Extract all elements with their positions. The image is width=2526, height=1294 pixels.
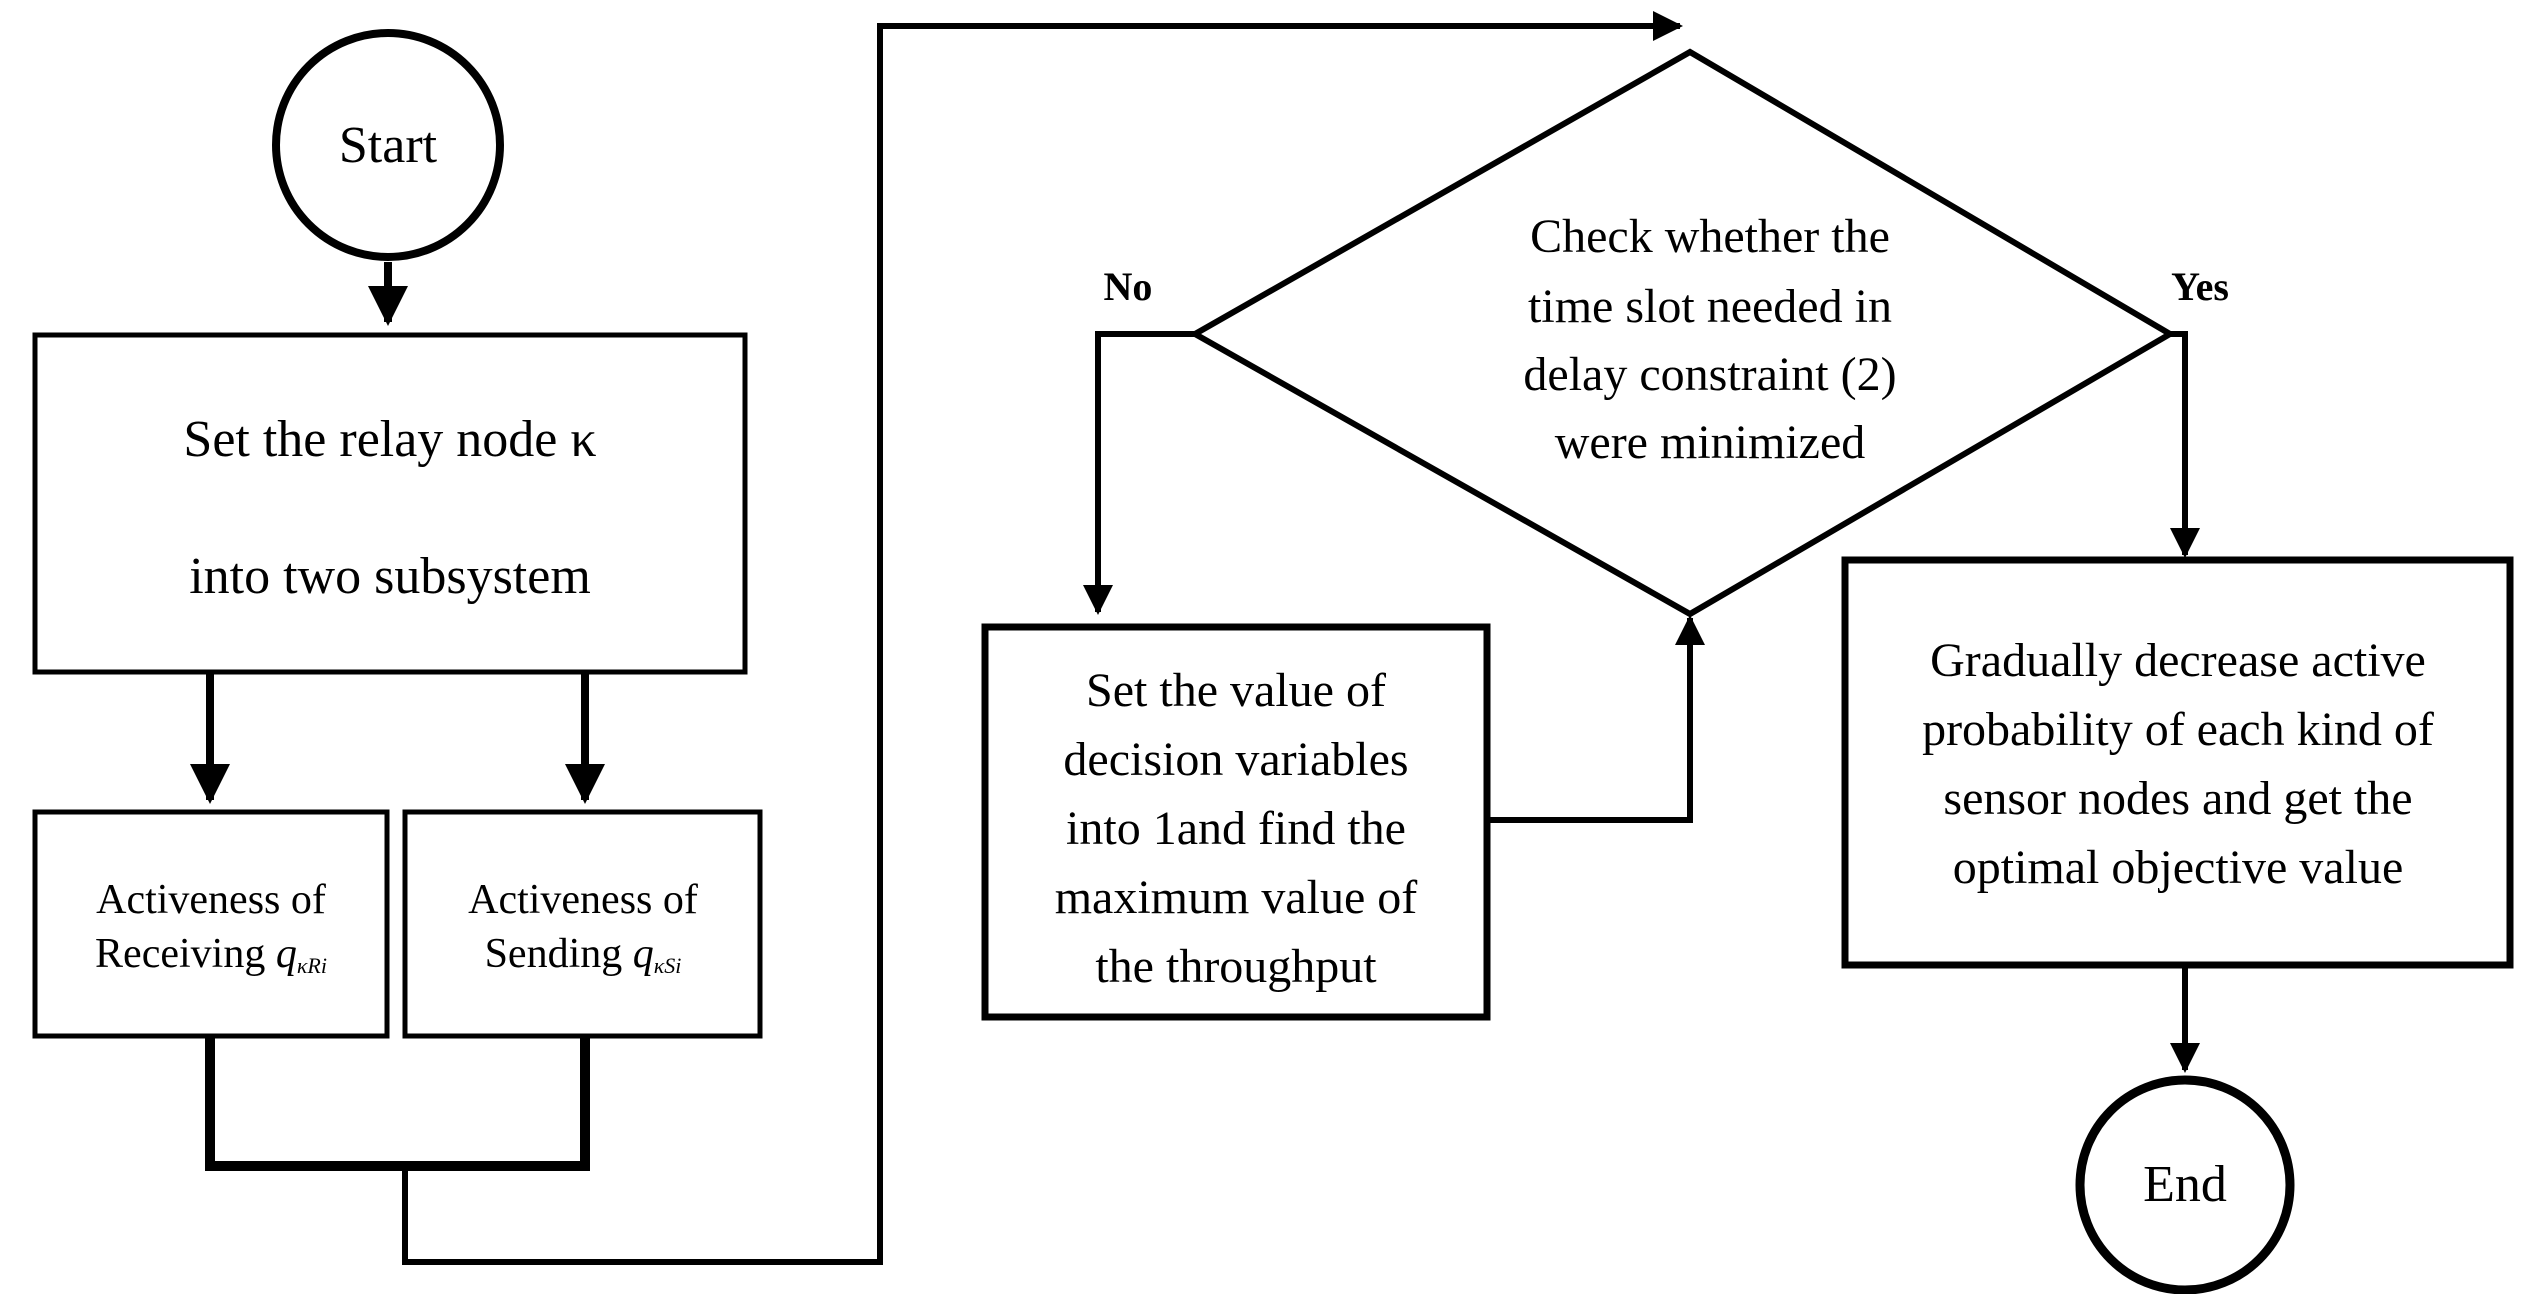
sending-line-1: Activeness of	[468, 877, 698, 923]
start-node: Start	[272, 29, 504, 261]
receiving-box: Activeness of Receiving qκRi	[32, 809, 390, 1039]
decision-line-4: were minimized	[1555, 416, 1866, 469]
set-value-line-1: Set the value of	[1086, 664, 1386, 717]
edge-setvalue-to-decision	[1486, 615, 1705, 823]
edge-decision-yes	[2170, 331, 2200, 558]
edge-label-no: No	[1104, 264, 1153, 309]
sending-box: Activeness of Sending qκSi	[402, 809, 763, 1039]
set-relay-node-box: Set the relay node κ into two subsystem	[32, 332, 748, 675]
decrease-line-1: Gradually decrease active	[1930, 634, 2426, 687]
set-relay-line-1: Set the relay node κ	[183, 411, 596, 468]
end-label: End	[2143, 1156, 2227, 1213]
set-value-line-5: the throughput	[1095, 940, 1377, 993]
decision-line-1: Check whether the	[1530, 210, 1890, 263]
decrease-line-3: sensor nodes and get the	[1943, 772, 2412, 825]
start-label: Start	[339, 117, 438, 174]
sending-line-2: Sending qκSi	[485, 931, 682, 978]
receiving-line-1: Activeness of	[96, 877, 326, 923]
end-node: End	[2075, 1075, 2295, 1294]
decrease-box: Gradually decrease active probability of…	[1841, 556, 2514, 969]
edge-label-yes: Yes	[2171, 264, 2229, 309]
decision-diamond: Check whether the time slot needed in de…	[1188, 48, 2176, 618]
set-value-box: Set the value of decision variables into…	[981, 623, 1491, 1021]
receiving-line-2: Receiving qκRi	[95, 931, 327, 978]
decision-line-2: time slot needed in	[1528, 280, 1892, 333]
set-value-line-4: maximum value of	[1055, 871, 1418, 924]
set-relay-line-2: into two subsystem	[189, 548, 591, 605]
set-value-line-2: decision variables	[1063, 733, 1408, 786]
set-value-line-3: into 1and find the	[1066, 802, 1406, 855]
edge-decision-no	[1083, 331, 1195, 615]
edge-merge-bracket	[205, 1036, 590, 1171]
edge-merge-to-decision	[402, 11, 1683, 1265]
decision-line-3: delay constraint (2)	[1523, 348, 1896, 401]
decrease-line-4: optimal objective value	[1953, 841, 2404, 894]
decrease-line-2: probability of each kind of	[1922, 703, 2434, 756]
